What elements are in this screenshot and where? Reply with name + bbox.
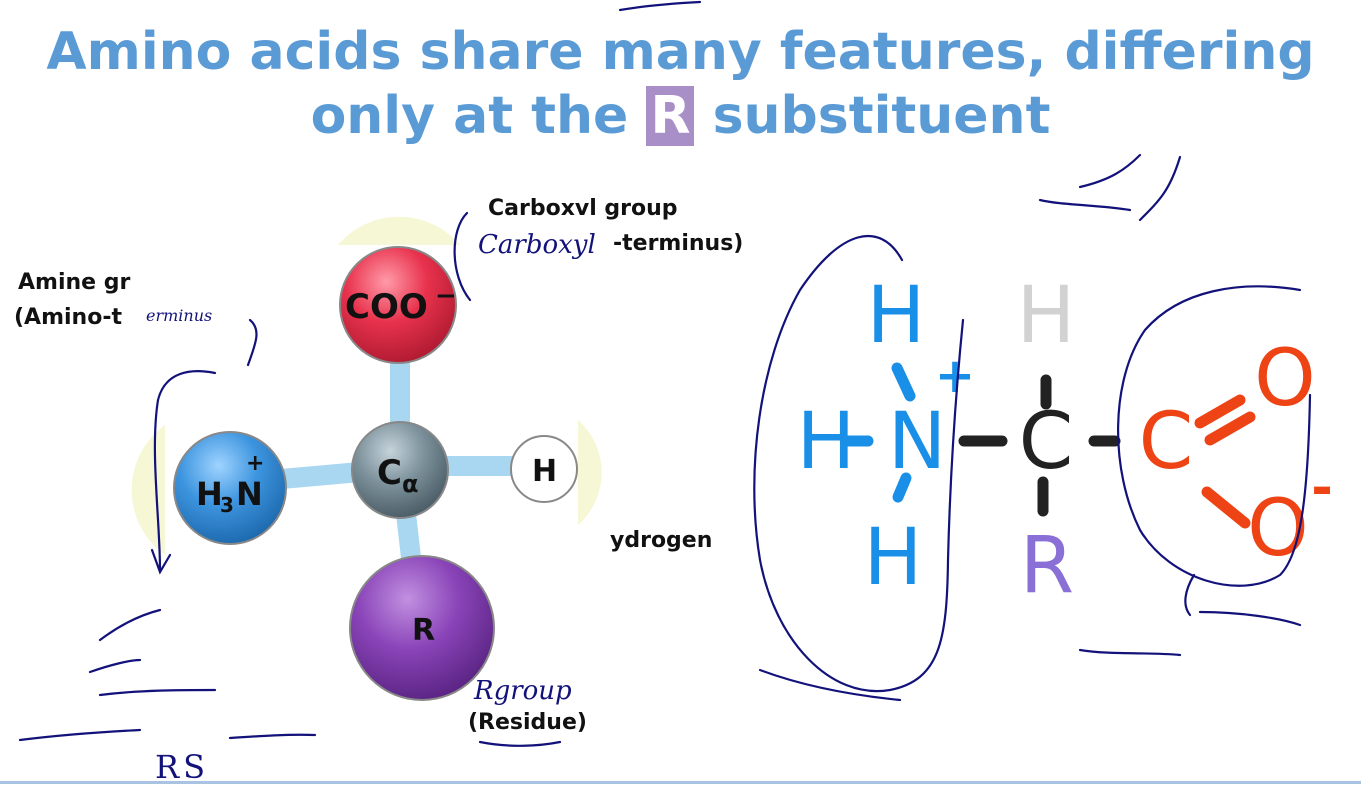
carboxyl-terminus-label: -terminus) xyxy=(613,231,744,256)
amine-sub: 3 xyxy=(220,493,234,517)
struct-c-carboxyl: C xyxy=(1139,397,1193,487)
handwritten-terminus: erminus xyxy=(146,306,213,325)
handwritten-rgroup: Rgroup xyxy=(474,676,572,706)
struct-c-alpha: C xyxy=(1019,397,1073,487)
r-label: R xyxy=(412,613,435,648)
struct-o-charge: - xyxy=(1311,458,1333,518)
amine-n: N xyxy=(236,475,263,513)
highlight-glow xyxy=(131,425,165,555)
amino-terminus-label: (Amino-t xyxy=(14,305,122,330)
title-r-highlight: R xyxy=(646,86,695,146)
title-text: only at the xyxy=(310,86,647,146)
residue-label: (Residue) xyxy=(468,710,587,735)
struct-o-double: O xyxy=(1254,334,1315,424)
struct-n-charge: + xyxy=(935,348,975,404)
highlight-glow xyxy=(338,216,460,245)
r-sphere xyxy=(349,555,495,701)
amine-group-label: Amine gr xyxy=(18,270,131,295)
c-alpha-sphere xyxy=(351,421,449,519)
hydrogen-label: ydrogen xyxy=(610,528,713,553)
struct-r: R xyxy=(1020,521,1074,611)
slide-bottom-rule xyxy=(0,781,1361,784)
handwritten-carboxyl: Carboxyl xyxy=(478,230,596,260)
hydrogen-sphere xyxy=(510,435,578,503)
struct-h-alpha: H xyxy=(1017,271,1076,361)
handwritten-annotations xyxy=(18,0,1312,747)
h-label: H xyxy=(532,454,557,489)
amine-sphere xyxy=(173,431,287,545)
carboxyl-group-label: Carboxvl group xyxy=(488,196,678,221)
ca-sub: α xyxy=(402,470,419,498)
struct-h-bottom: H xyxy=(864,513,923,603)
struct-h-top: H xyxy=(867,271,926,361)
title-text: substituent xyxy=(694,86,1051,146)
ca-label: C xyxy=(377,453,402,493)
structure-bonds xyxy=(841,362,1256,529)
highlight-glow xyxy=(578,420,602,525)
slide-title-line1: Amino acids share many features, differi… xyxy=(46,22,1315,82)
coo-charge: − xyxy=(435,281,457,311)
struct-h-left: H xyxy=(797,397,856,487)
coo-sphere xyxy=(339,246,457,364)
amine-charge: + xyxy=(246,451,264,476)
handwritten-rs: RS xyxy=(155,748,210,786)
amine-h: H xyxy=(196,475,223,513)
struct-n: N xyxy=(888,397,946,487)
coo-label: COO xyxy=(345,287,428,327)
slide-title-line2: only at the R substituent xyxy=(0,86,1361,146)
